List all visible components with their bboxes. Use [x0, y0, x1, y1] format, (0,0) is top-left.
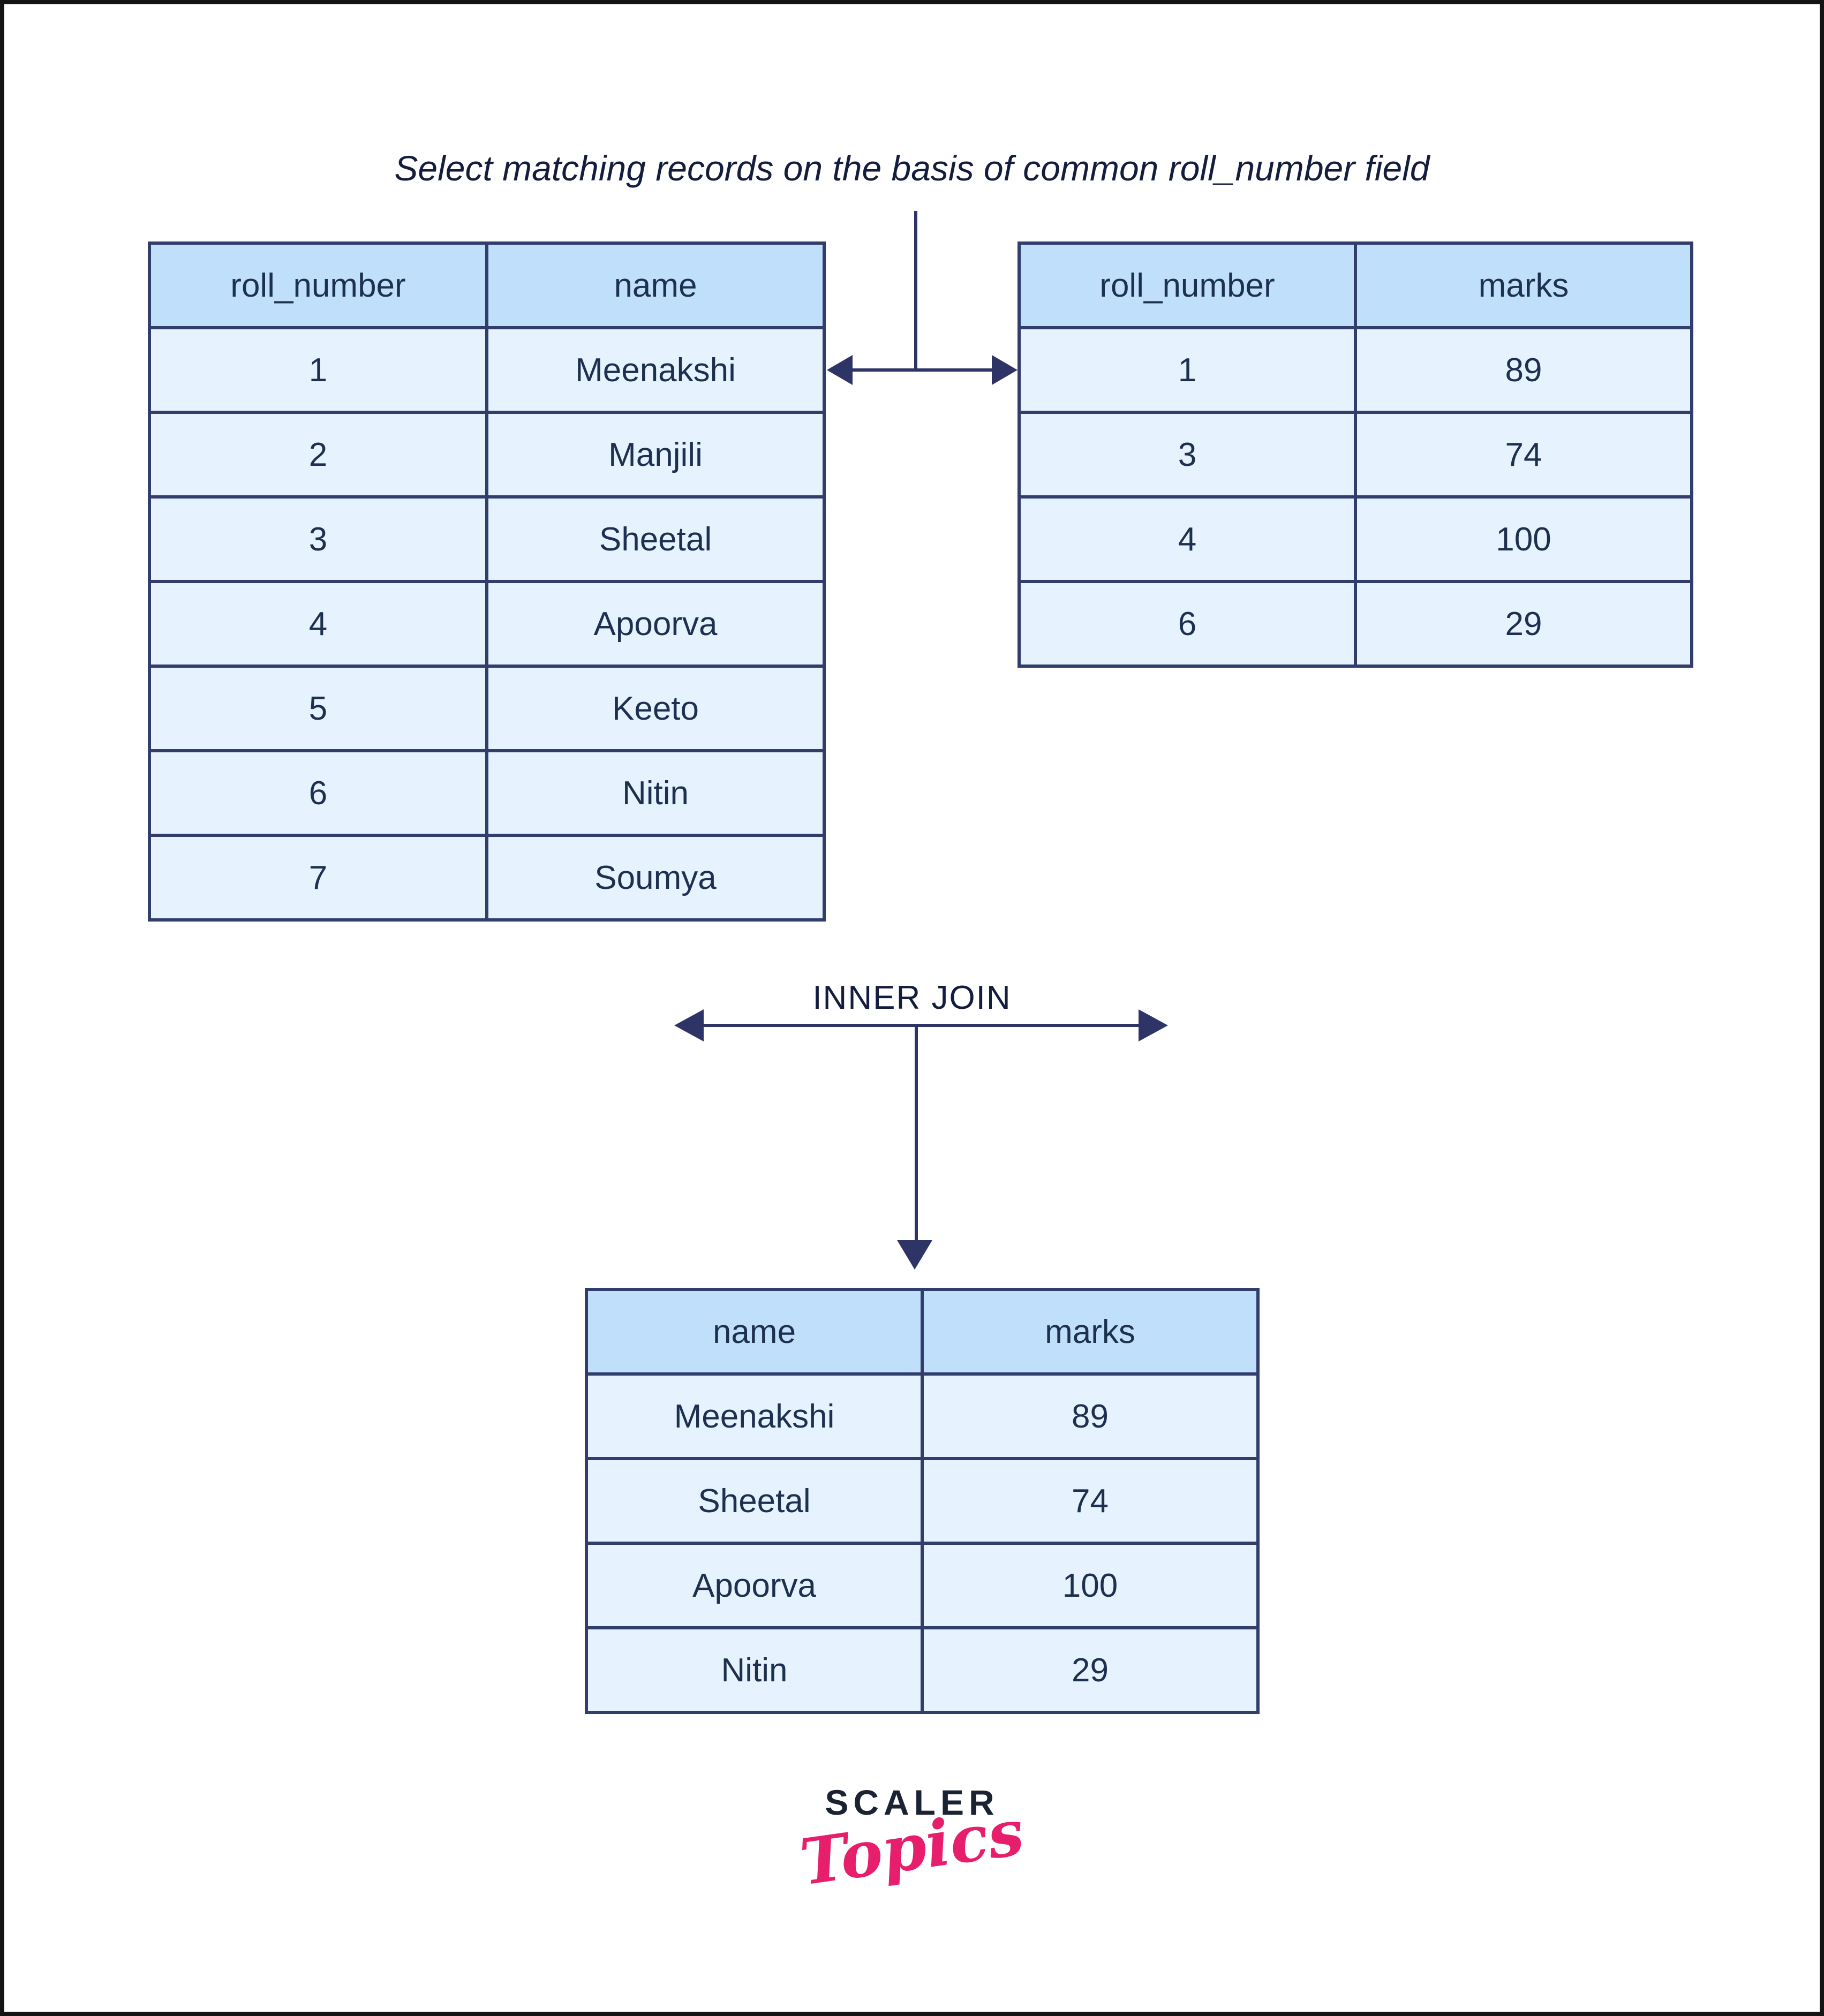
arrow-left-head-icon — [674, 1009, 704, 1041]
table-cell: Nitin — [488, 752, 823, 834]
result-table-header-name: name — [588, 1291, 921, 1372]
table-cell: 1 — [1021, 329, 1354, 411]
down-arrow-icon — [897, 1240, 932, 1270]
table-cell: 7 — [151, 837, 485, 918]
title-connector-line — [914, 211, 917, 372]
table-cell: 4 — [151, 583, 485, 665]
table-cell: Sheetal — [488, 499, 823, 580]
inner-join-label: INNER JOIN — [812, 979, 1012, 1016]
table-cell: 6 — [1021, 583, 1354, 665]
arrow-left-head-icon — [827, 355, 853, 385]
result-connector-line — [915, 1027, 918, 1240]
table-cell: 6 — [151, 752, 485, 834]
table-cell: Soumya — [488, 837, 823, 918]
marks-table-header-marks: marks — [1357, 245, 1690, 326]
arrow-right-head-icon — [992, 355, 1017, 385]
arrow-right-head-icon — [1139, 1009, 1168, 1041]
table-cell: 3 — [1021, 414, 1354, 495]
table-cell: 89 — [924, 1376, 1256, 1457]
table-cell: 100 — [1357, 499, 1690, 580]
table-cell: 5 — [151, 668, 485, 749]
diagram-title: Select matching records on the basis of … — [394, 148, 1430, 188]
marks-table-header-roll-number: roll_number — [1021, 245, 1354, 326]
arrow-shaft — [850, 368, 994, 372]
table-cell: Apoorva — [588, 1545, 921, 1626]
tables-double-arrow-icon — [827, 355, 1017, 385]
table-cell: 4 — [1021, 499, 1354, 580]
table-cell: 29 — [1357, 583, 1690, 665]
table-cell: 3 — [151, 499, 485, 580]
result-table-header-marks: marks — [924, 1291, 1256, 1372]
table-cell: Sheetal — [588, 1460, 921, 1542]
table-cell: 100 — [924, 1545, 1256, 1626]
topics-logo-text: Topics — [796, 1794, 1028, 1900]
students-table-header-name: name — [488, 245, 823, 326]
table-cell: Manjili — [488, 414, 823, 495]
table-cell: 89 — [1357, 329, 1690, 411]
table-cell: Meenakshi — [588, 1376, 921, 1457]
table-cell: Nitin — [588, 1629, 921, 1711]
students-table-header-roll-number: roll_number — [151, 245, 485, 326]
table-cell: Meenakshi — [488, 329, 823, 411]
table-cell: 2 — [151, 414, 485, 495]
table-cell: Apoorva — [488, 583, 823, 665]
table-cell: Keeto — [488, 668, 823, 749]
table-cell: 1 — [151, 329, 485, 411]
table-cell: 74 — [1357, 414, 1690, 495]
join-double-arrow-icon — [674, 1009, 1168, 1041]
arrow-shaft — [701, 1024, 1141, 1027]
table-cell: 74 — [924, 1460, 1256, 1542]
scaler-logo-text: SCALER — [825, 1783, 999, 1822]
table-cell: 29 — [924, 1629, 1256, 1711]
